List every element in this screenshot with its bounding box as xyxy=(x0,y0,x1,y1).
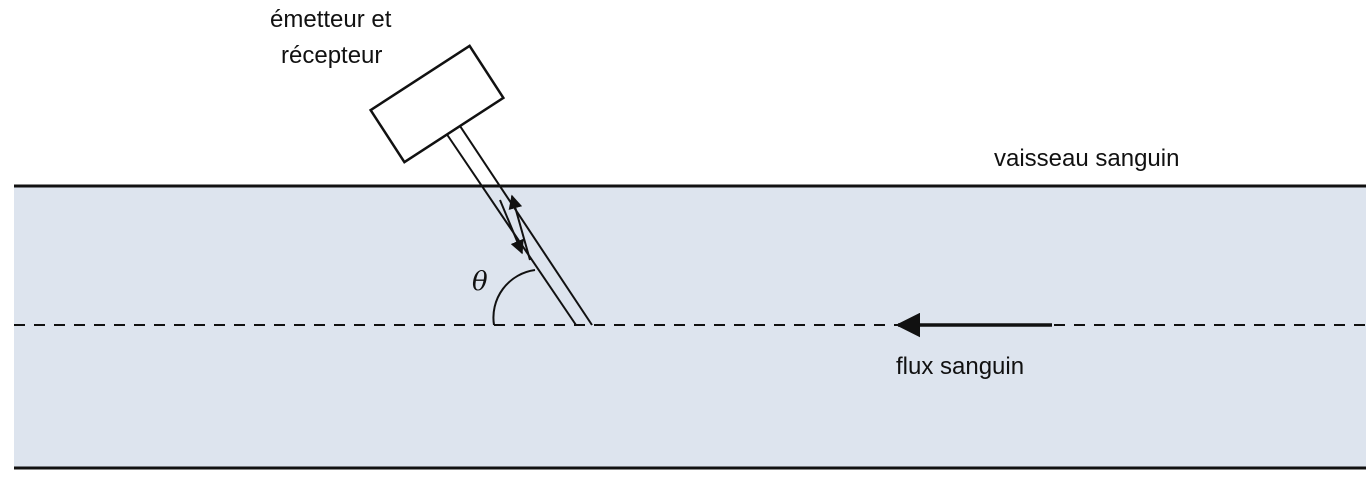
angle-arc xyxy=(492,269,536,326)
beam-arrow-up xyxy=(508,194,531,261)
beam-arrow-down xyxy=(499,199,524,255)
vessel-label: vaisseau sanguin xyxy=(994,145,1179,172)
blood-vessel xyxy=(14,186,1366,468)
beam-line-right xyxy=(459,125,593,326)
transducer-label-line1: émetteur et xyxy=(270,6,392,33)
transducer-label-line2: récepteur xyxy=(281,42,382,69)
transducer-box xyxy=(368,44,506,164)
angle-theta-label: θ xyxy=(472,267,488,297)
flow-label: flux sanguin xyxy=(896,353,1024,380)
